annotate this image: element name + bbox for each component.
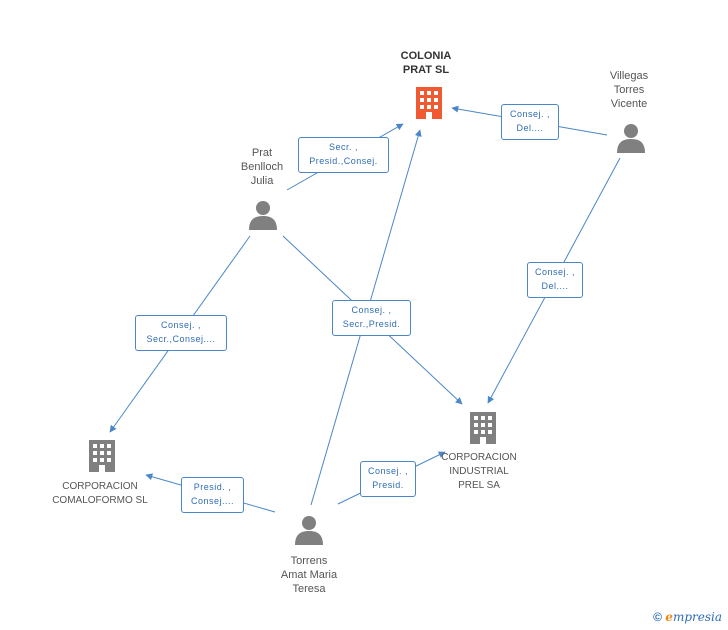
node-label-line: Villegas [609,70,649,82]
edge-label-prat-industrial[interactable]: Consej. , Secr.,Presid. [332,300,411,336]
edge-label-line: Presid. [372,480,404,490]
edge-label-line: Del.... [516,123,544,133]
edge-label-line: Consej. , [534,267,576,277]
brand-logo-letter: e [665,610,673,624]
node-label-line: Torres [613,84,645,96]
node-label-line: Prat [251,147,273,159]
copyright-symbol: © [653,610,662,624]
edge-label-line: Presid. , [193,482,232,492]
edge-label-line: Consej.... [190,496,235,506]
edge-label-line: Secr.,Consej.... [146,334,216,344]
node-label-line: Benlloch [240,161,284,173]
edge-label-line: Secr. , [328,142,358,152]
brand-logo-text: mpresia [672,610,722,624]
node-label-prat[interactable]: Prat Benlloch Julia [222,146,302,188]
edge-label-line: Consej. , [509,109,551,119]
edge-label-line: Consej. , [367,466,409,476]
node-label-colonia[interactable]: COLONIA PRAT SL [376,49,476,77]
edge-label-line: Consej. , [160,320,202,330]
person-icon-villegas[interactable] [616,122,646,159]
node-label-torrens[interactable]: Torrens Amat Maria Teresa [262,554,356,596]
edge-label-torrens-industrial[interactable]: Consej. , Presid. [360,461,416,497]
node-label-line: INDUSTRIAL [449,466,509,477]
edge-label-line: Presid.,Consej. [309,156,378,166]
edge-label-line: Secr.,Presid. [342,319,401,329]
node-label-line: COMALOFORMO SL [52,495,148,506]
node-label-line: Amat Maria [280,569,338,581]
node-label-line: CORPORACION [62,481,138,492]
node-label-line: PRAT SL [402,64,450,76]
copyright-brand: © empresia [653,610,722,624]
building-icon-comaloformo[interactable] [86,438,118,479]
node-label-line: Torrens [290,555,328,567]
node-label-line: Vicente [610,98,648,110]
node-label-line: COLONIA [400,50,452,62]
node-label-comaloformo[interactable]: CORPORACION COMALOFORMO SL [38,480,162,508]
person-icon-prat[interactable] [248,199,278,236]
building-icon-industrial[interactable] [467,410,499,451]
node-label-line: Teresa [292,583,326,595]
edge-label-torrens-comaloformo[interactable]: Presid. , Consej.... [181,477,244,513]
node-label-line: CORPORACION [441,452,517,463]
building-icon-colonia[interactable] [413,85,445,126]
node-label-line: PREL SA [458,480,500,491]
edge-label-line: Consej. , [351,305,392,315]
edge-label-prat-comaloformo[interactable]: Consej. , Secr.,Consej.... [135,315,227,351]
edge-label-villegas-industrial[interactable]: Consej. , Del.... [527,262,583,298]
edge-label-line: Del.... [541,281,569,291]
node-label-line: Julia [250,175,274,187]
node-label-villegas[interactable]: Villegas Torres Vicente [588,69,670,111]
edge-label-prat-colonia[interactable]: Secr. , Presid.,Consej. [298,137,389,173]
edge-label-villegas-colonia[interactable]: Consej. , Del.... [501,104,559,140]
person-icon-torrens[interactable] [294,514,324,551]
node-label-industrial[interactable]: CORPORACION INDUSTRIAL PREL SA [429,451,529,493]
